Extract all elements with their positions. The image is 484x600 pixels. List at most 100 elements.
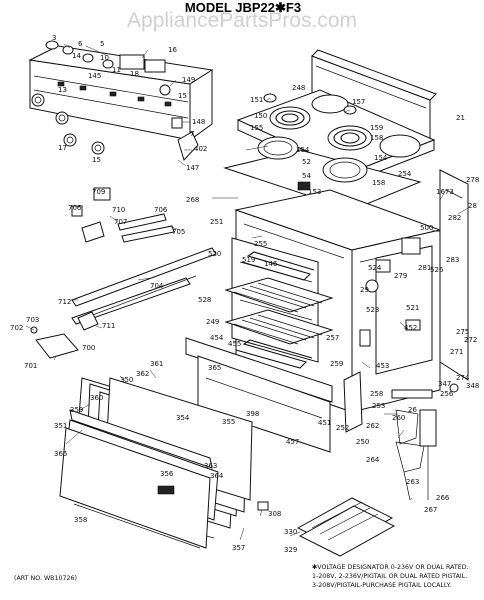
part-label-264: 264 [366, 456, 380, 464]
part-label-274: 274 [456, 374, 470, 382]
part-label-500: 500 [420, 224, 433, 232]
part-label-16: 16 [168, 46, 177, 54]
part-label-363: 363 [204, 462, 217, 470]
part-label-54: 54 [302, 172, 311, 180]
part-label-250: 250 [356, 438, 369, 446]
part-label-271: 271 [450, 348, 463, 356]
control-panel [28, 40, 214, 161]
part-label-28: 28 [468, 202, 477, 210]
part-label-282: 282 [448, 214, 461, 222]
part-label-308: 308 [268, 510, 281, 518]
part-label-251: 251 [210, 218, 223, 226]
part-label-283: 283 [446, 256, 459, 264]
part-label-700: 700 [82, 344, 95, 352]
model-title: MODEL JBP22✱F3 [185, 0, 301, 15]
part-label-257: 257 [326, 334, 339, 342]
part-label-521: 521 [406, 304, 419, 312]
side-panel [439, 169, 469, 381]
part-label-15: 15 [92, 156, 101, 164]
part-label-252: 252 [336, 424, 349, 432]
part-label-6: 6 [78, 40, 83, 48]
part-label-52: 52 [302, 158, 311, 166]
part-label-705: 705 [172, 228, 185, 236]
part-label-249: 249 [206, 318, 219, 326]
part-label-255: 255 [254, 240, 267, 248]
part-label-357: 357 [232, 544, 245, 552]
part-label-354: 354 [176, 414, 190, 422]
part-label-451: 451 [318, 419, 331, 427]
part-label-157: 157 [352, 98, 365, 106]
part-label-706: 706 [68, 204, 82, 212]
oven-racks [224, 277, 334, 345]
part-label-453: 453 [376, 362, 389, 370]
part-label-360: 360 [90, 394, 103, 402]
part-label-398: 398 [246, 410, 259, 418]
part-label-528: 528 [198, 296, 211, 304]
part-label-364: 364 [210, 472, 224, 480]
part-label-356: 356 [160, 470, 174, 478]
part-label-10: 10 [100, 54, 109, 62]
part-label-348: 348 [466, 382, 479, 390]
control-knobs [31, 93, 105, 155]
part-label-359: 359 [70, 406, 83, 414]
part-label-329: 329 [284, 546, 297, 554]
part-label-454: 454 [210, 334, 224, 342]
part-label-519: 519 [242, 256, 255, 264]
part-label-262: 262 [366, 422, 379, 430]
broiler-pan [296, 497, 396, 557]
part-label-15-top: 15 [178, 92, 187, 100]
part-label-155: 155 [250, 124, 263, 132]
part-label-709: 709 [92, 188, 105, 196]
part-label-26: 26 [408, 406, 417, 414]
part-label-258: 258 [370, 390, 383, 398]
part-label-266: 266 [436, 494, 450, 502]
part-label-254: 254 [398, 170, 412, 178]
part-label-452: 452 [404, 324, 417, 332]
part-label-159: 159 [370, 124, 383, 132]
part-label-330: 330 [284, 528, 297, 536]
drawer-rails [71, 247, 217, 325]
part-label-350: 350 [120, 376, 133, 384]
part-label-703-left: 703 [26, 316, 39, 324]
part-label-281: 281 [418, 264, 431, 272]
part-label-455: 455 [228, 340, 241, 348]
part-label-701: 701 [24, 362, 37, 370]
part-label-526: 526 [430, 266, 444, 274]
part-label-524: 524 [368, 264, 382, 272]
part-label-154: 154 [296, 146, 310, 154]
leader-lines [25, 43, 469, 541]
part-label-702: 702 [10, 324, 23, 332]
leveling-and-hinges [343, 329, 459, 501]
part-label-11: 11 [112, 66, 121, 74]
part-label-154-right: 154 [374, 154, 388, 162]
part-label-712: 712 [58, 298, 71, 306]
part-label-365-drawer: 365 [208, 364, 221, 372]
part-label-253: 253 [372, 402, 385, 410]
footnote-line-3: 3-208V/PIGTAIL-PURCHASE PIGTAIL LOCALLY. [312, 582, 451, 589]
part-label-150: 150 [254, 112, 267, 120]
part-label-7: 7 [190, 130, 194, 138]
part-label-153: 153 [308, 188, 321, 196]
part-label-259: 259 [330, 360, 343, 368]
part-label-147: 147 [186, 164, 199, 172]
part-label-402: 402 [194, 145, 207, 153]
art-number: (ART NO. WB10726) [14, 575, 77, 582]
part-label-358: 358 [74, 516, 87, 524]
part-label-267: 267 [424, 506, 437, 514]
part-label-275: 275 [456, 328, 469, 336]
part-label-146: 146 [264, 260, 278, 268]
part-label-710: 710 [112, 206, 125, 214]
part-label-361: 361 [150, 360, 163, 368]
part-label-711: 711 [102, 322, 115, 330]
part-label-278: 278 [466, 176, 479, 184]
part-label-256: 256 [440, 390, 454, 398]
bake-element [235, 339, 313, 369]
part-label-365: 365 [54, 450, 67, 458]
part-label-347: 347 [438, 380, 451, 388]
drawer-front [185, 337, 333, 453]
part-label-151: 151 [250, 96, 263, 104]
part-label-457: 457 [286, 438, 299, 446]
footnote-line-1: ✱VOLTAGE DESIGNATOR 0-236V OR DUAL RATED… [312, 564, 469, 571]
part-label-706-right: 706 [154, 206, 168, 214]
